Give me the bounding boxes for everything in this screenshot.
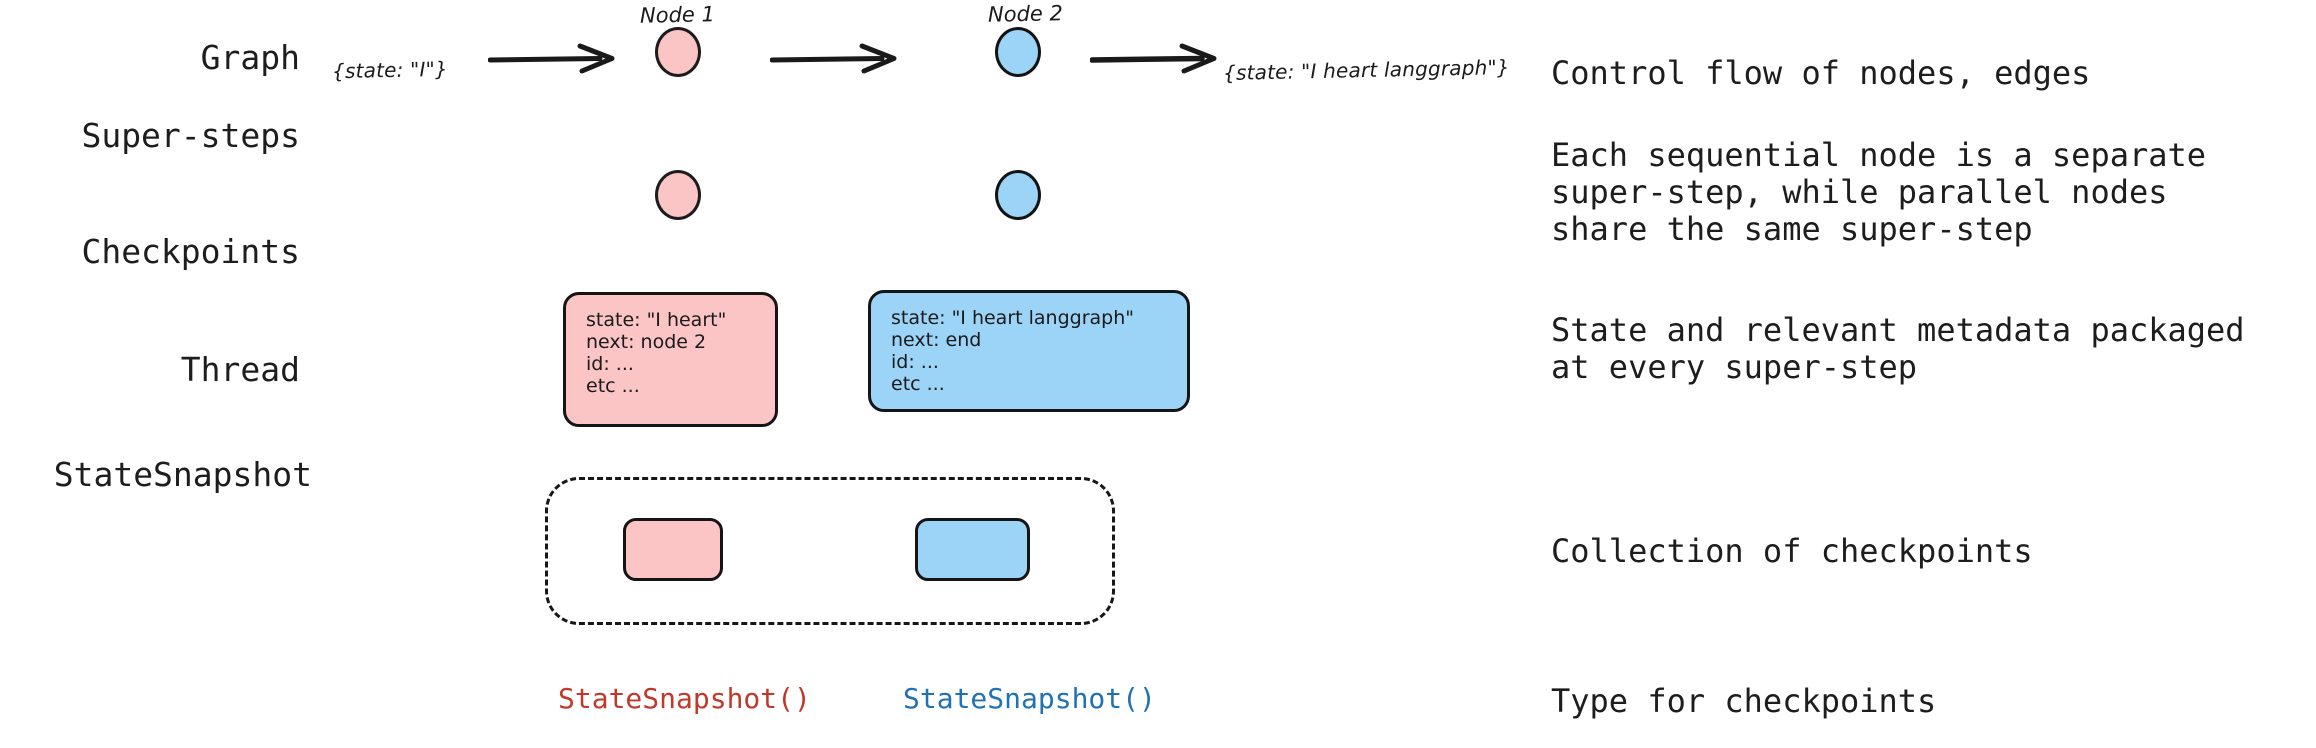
row-label-checkpoints: Checkpoints — [81, 232, 300, 271]
checkpoint-card-2: state: "I heart langgraph" next: end id:… — [868, 290, 1190, 412]
row-label-thread: Thread — [180, 350, 300, 389]
edge-arrow-2 — [770, 43, 897, 74]
checkpoint-card-1: state: "I heart" next: node 2 id: ... et… — [563, 292, 778, 427]
description-statesnapshot: Type for checkpoints — [1551, 682, 1937, 720]
description-checkpoints: State and relevant metadata packaged at … — [1551, 311, 2245, 386]
output-state-label: {state: "I heart langgraph"} — [1222, 54, 1511, 86]
graph-node-2 — [995, 27, 1041, 77]
thread-group-box — [545, 477, 1115, 625]
row-label-statesnapshot: StateSnapshot — [53, 455, 312, 494]
thread-checkpoint-chip-2 — [915, 518, 1030, 581]
super-step-node-2 — [995, 170, 1041, 220]
graph-node-1 — [655, 27, 701, 77]
row-label-super-steps: Super-steps — [81, 116, 300, 155]
description-thread: Collection of checkpoints — [1551, 532, 2033, 570]
edge-arrow-1 — [488, 43, 615, 74]
row-label-graph: Graph — [200, 38, 300, 77]
node-1-label: Node 1 — [639, 2, 716, 28]
statesnapshot-label-pink: StateSnapshot() — [558, 682, 811, 715]
node-2-label: Node 2 — [987, 1, 1064, 27]
statesnapshot-label-blue: StateSnapshot() — [903, 682, 1156, 715]
description-graph: Control flow of nodes, edges — [1551, 54, 2091, 92]
thread-checkpoint-chip-1 — [623, 518, 723, 581]
input-state-label: {state: "I"} — [331, 56, 449, 84]
super-step-node-1 — [655, 170, 701, 220]
edge-arrow-3 — [1090, 43, 1217, 74]
description-super-steps: Each sequential node is a separate super… — [1551, 136, 2207, 248]
